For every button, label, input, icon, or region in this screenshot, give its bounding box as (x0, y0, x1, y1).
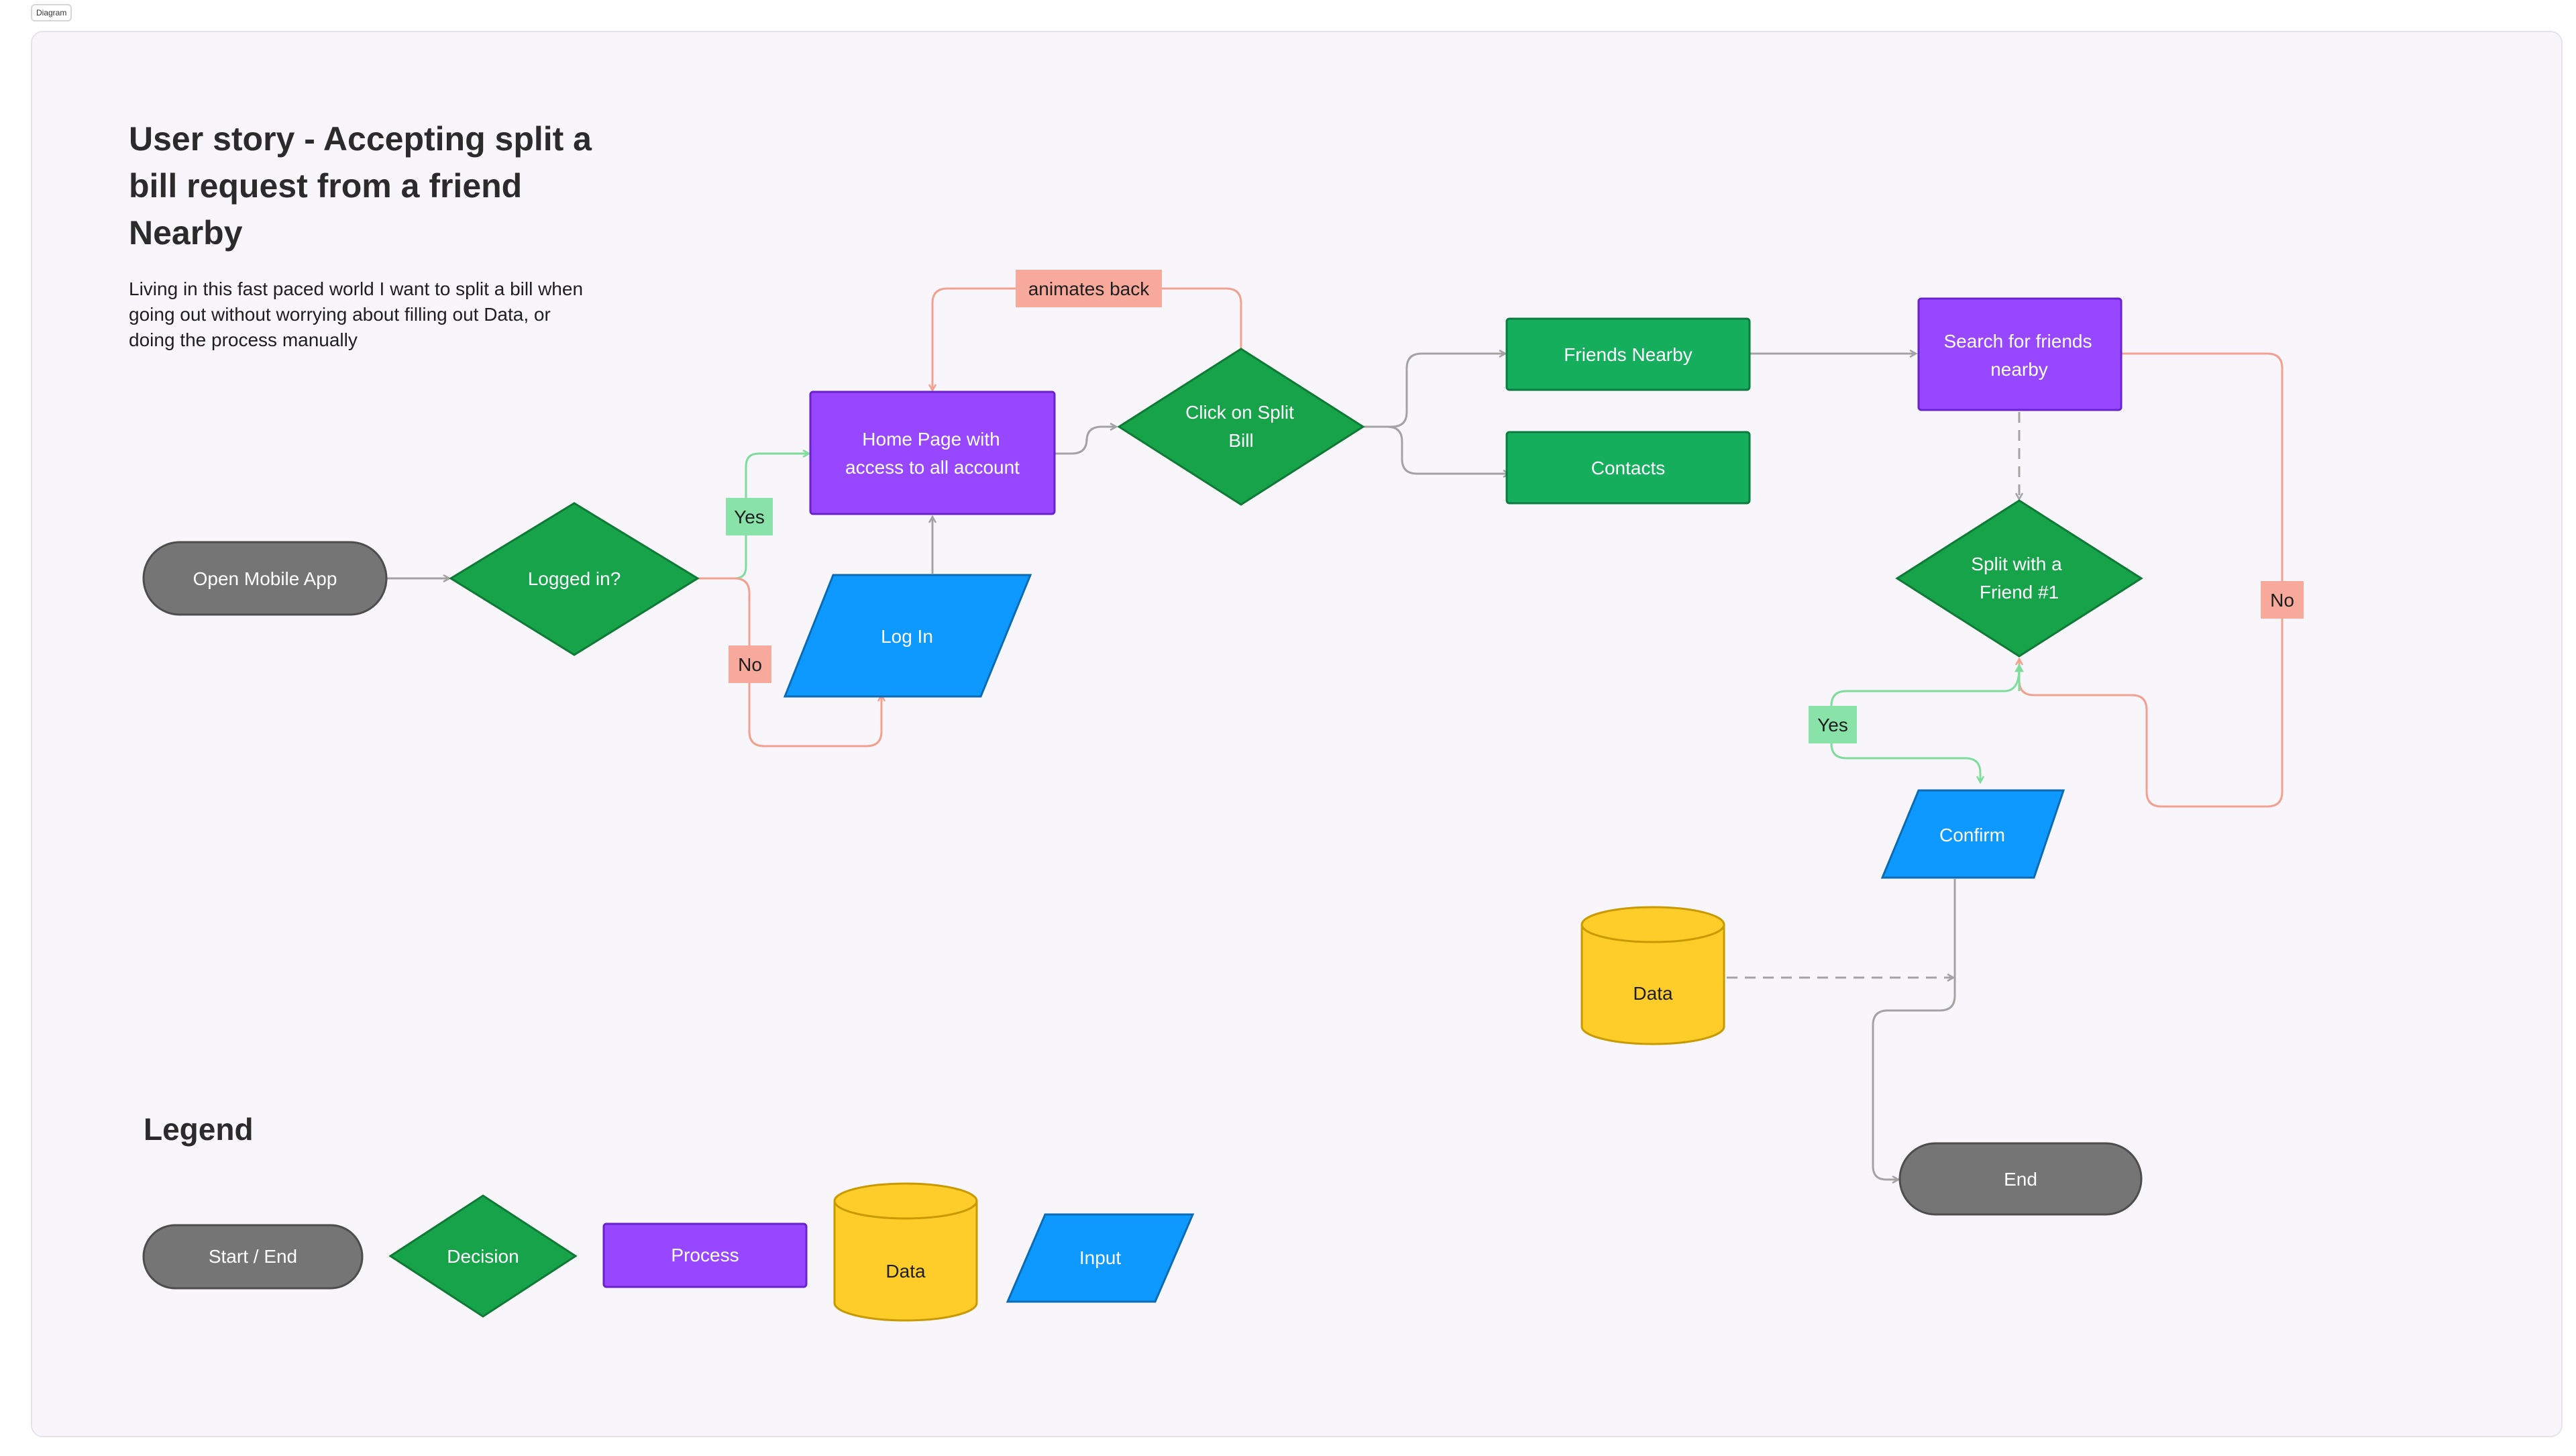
legend-input-label: Input (1079, 1247, 1121, 1268)
legend-decision: Decision (388, 1194, 578, 1318)
story-title: User story - Accepting split a bill requ… (129, 120, 592, 252)
diagram-tab-label[interactable]: Diagram (31, 4, 72, 21)
node-search-friends-line1: Search for friends (1944, 331, 2092, 352)
story-description: Living in this fast paced world I want t… (129, 278, 584, 350)
node-contacts-label: Contacts (1591, 458, 1666, 478)
legend-process-label: Process (671, 1245, 739, 1265)
edge-label-no-login: No (729, 645, 771, 683)
edge-confirm-to-end (1872, 879, 1956, 1180)
edge-label-animates-back: animates back (1016, 270, 1162, 307)
node-home-page-line2: access to all account (845, 457, 1020, 478)
edge-no-to-login (698, 577, 881, 747)
edge-label-no-search: No (2261, 581, 2304, 619)
node-contacts[interactable]: Contacts (1505, 431, 1751, 505)
node-logged-in-label: Logged in? (528, 568, 621, 589)
node-search-friends-line2: nearby (1990, 359, 2048, 380)
node-confirm-input[interactable]: Confirm (1880, 789, 2065, 879)
node-open-mobile-app-label: Open Mobile App (193, 568, 337, 589)
legend-process: Process (602, 1223, 808, 1288)
legend-input: Input (1006, 1213, 1195, 1303)
node-friends-nearby-label: Friends Nearby (1564, 344, 1692, 365)
node-split-friend-line2: Friend #1 (1980, 582, 2059, 603)
legend-data: Data (833, 1182, 978, 1322)
diagram-canvas (31, 31, 2563, 1437)
edge-label-animates-back-text: animates back (1028, 278, 1150, 299)
node-friends-nearby[interactable]: Friends Nearby (1505, 317, 1751, 391)
node-click-split-line2: Bill (1228, 430, 1253, 451)
edge-label-no-search-text: No (2270, 590, 2294, 611)
edge-label-no-login-text: No (738, 654, 762, 675)
node-logged-in-decision[interactable]: Logged in? (449, 502, 700, 656)
edge-home-to-split (1055, 427, 1116, 455)
edge-label-yes-login-text: Yes (734, 507, 765, 527)
legend-title: Legend (144, 1112, 254, 1147)
node-open-mobile-app[interactable]: Open Mobile App (142, 541, 388, 616)
node-home-page-line1: Home Page with (862, 429, 1000, 450)
node-end-label: End (2004, 1169, 2037, 1190)
node-home-page-process[interactable]: Home Page with access to all account (809, 391, 1056, 515)
edge-search-no-loop (2019, 352, 2284, 808)
edge-split-to-friends (1363, 354, 1505, 428)
legend-decision-label: Decision (447, 1246, 519, 1267)
edge-label-yes-split: Yes (1809, 706, 1857, 743)
node-click-split-decision[interactable]: Click on Split Bill (1117, 348, 1365, 506)
node-search-friends-process[interactable]: Search for friends nearby (1917, 297, 2123, 411)
node-log-in-input[interactable]: Log In (783, 574, 1032, 698)
node-data-store[interactable]: Data (1580, 906, 1725, 1045)
node-click-split-line1: Click on Split (1185, 402, 1294, 423)
node-end[interactable]: End (1898, 1142, 2143, 1216)
node-log-in-label: Log In (881, 626, 933, 647)
node-split-friend-line1: Split with a (1971, 554, 2062, 574)
legend-start-end: Start / End (142, 1224, 364, 1290)
edge-split-to-contacts (1363, 425, 1509, 474)
legend-data-label: Data (885, 1261, 926, 1282)
edge-label-yes-split-text: Yes (1817, 715, 1848, 735)
node-data-label: Data (1633, 983, 1673, 1004)
edge-splitfriend-yes-to-confirm (1830, 668, 2021, 782)
node-split-friend-decision[interactable]: Split with a Friend #1 (1895, 499, 2143, 658)
edge-label-yes-login: Yes (726, 498, 773, 535)
legend-start-end-label: Start / End (209, 1246, 297, 1267)
node-confirm-label: Confirm (1939, 825, 2005, 845)
